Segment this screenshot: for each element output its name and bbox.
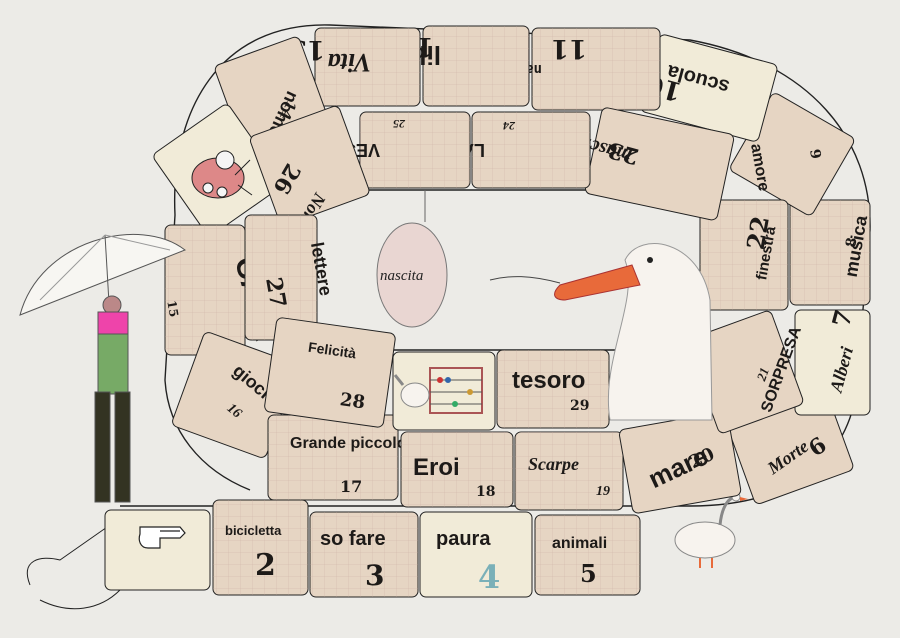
tile-number: 25 <box>393 117 406 131</box>
tile-label: Grande piccolo <box>290 435 407 452</box>
tile-label: Eroi <box>413 454 460 481</box>
tile-number: 28 <box>339 389 367 413</box>
egg[interactable]: nascita <box>376 190 448 328</box>
tile-label: animali <box>552 535 607 552</box>
tile-number: 21 <box>753 365 772 383</box>
tile-label: Scarpe <box>528 454 579 474</box>
tile-5[interactable]: animali 5 <box>534 514 641 596</box>
tile-number: 19 <box>596 484 610 499</box>
abacus-goose-icon <box>393 367 483 414</box>
tile-20[interactable]: mare 20 <box>618 411 742 514</box>
tile-label: paura <box>436 528 491 550</box>
tile-29[interactable]: tesoro 29 <box>496 349 610 429</box>
tile-number: 15 <box>164 299 181 318</box>
tile-number: 27 <box>260 275 291 310</box>
tile-13[interactable]: Vita 13 <box>289 27 421 107</box>
tile-number: 11 <box>551 33 587 63</box>
tile-number: 3 <box>365 559 384 592</box>
tile-11[interactable]: nascondiglio 11 <box>441 27 661 111</box>
tile-22[interactable]: finestra 22 <box>699 199 789 311</box>
tile-number: 2 <box>255 548 276 583</box>
tile-25[interactable]: VESTITI 25 <box>312 111 471 189</box>
tile-27[interactable]: lettere 27 <box>244 214 336 341</box>
tile-number: 5 <box>580 559 597 588</box>
tile-label: bicicletta <box>225 523 282 538</box>
tile-number: 29 <box>570 398 589 414</box>
tile-number: 22 <box>741 214 775 252</box>
tile-4[interactable]: paura 4 <box>419 511 533 598</box>
abacus-goose-tile[interactable] <box>392 351 496 431</box>
creature-tile[interactable] <box>152 103 285 238</box>
tile-number: 24 <box>503 119 516 133</box>
tile-7[interactable]: Alberi 7 <box>794 307 871 416</box>
tile-2[interactable]: bicicletta 2 <box>212 499 309 596</box>
egg-label: nascita <box>380 268 423 284</box>
tile-18[interactable]: Eroi 18 <box>400 431 514 508</box>
tile-number: 9 <box>806 148 823 160</box>
tile-number: 8 <box>843 236 860 248</box>
tile-number: 14 <box>276 98 299 123</box>
tile-8[interactable]: musica 8 <box>789 199 871 306</box>
tile-3[interactable]: so fare 3 <box>309 511 419 598</box>
tile-number: 4 <box>478 558 500 596</box>
goose-head-icon <box>489 243 713 421</box>
tile-number: 7 <box>826 307 858 331</box>
tile-number: 18 <box>476 484 495 500</box>
tile-label: Felicità <box>307 339 357 362</box>
tile-label: so fare <box>320 528 386 550</box>
man-with-umbrella-icon <box>19 233 187 503</box>
tile-28[interactable]: Felicità 28 <box>264 317 396 428</box>
pointing-hand-icon <box>138 526 186 549</box>
creature-icon <box>191 150 253 199</box>
tile-number: 17 <box>340 477 362 496</box>
tile-label: Vita <box>328 48 371 77</box>
tile-label: tesoro <box>512 367 585 394</box>
tile-19[interactable]: Scarpe 19 <box>514 431 624 511</box>
tile-17[interactable]: Grande piccolo 17 <box>267 414 407 501</box>
start-tile[interactable] <box>104 509 211 591</box>
